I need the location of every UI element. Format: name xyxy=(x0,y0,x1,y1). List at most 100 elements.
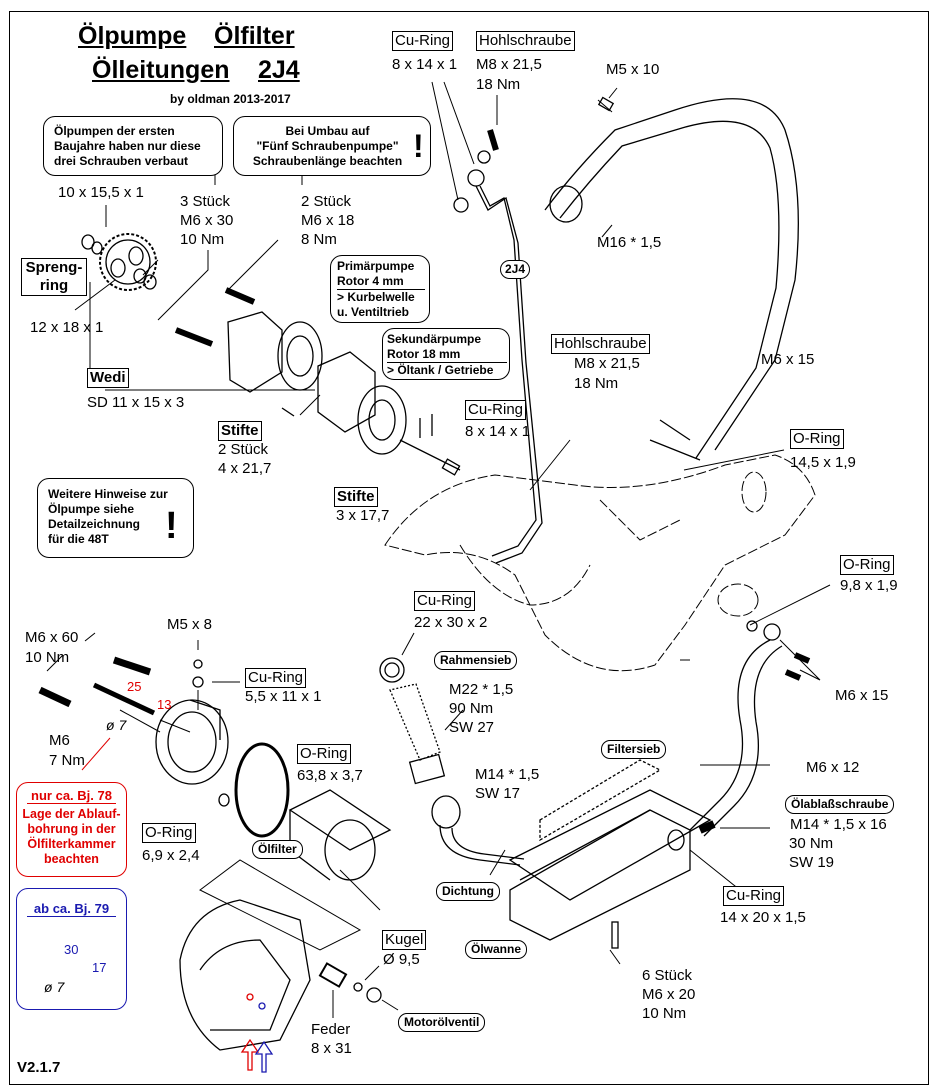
note-early-year: nur ca. Bj. 78 Lage der Ablauf- bohrung … xyxy=(16,782,127,877)
pump-screws xyxy=(174,287,256,347)
note-line: bohrung in der xyxy=(27,822,116,836)
label-oring-right: O-Ring xyxy=(840,555,894,575)
note-conversion: Bei Umbau auf "Fünf Schraubenpumpe" Schr… xyxy=(233,116,431,176)
strainer-thread: M22 * 1,5 xyxy=(449,681,514,698)
note-line: Lage der Ablauf- xyxy=(22,807,121,821)
label-oring-top: O-Ring xyxy=(790,429,844,449)
note-line: Weitere Hinweise zur xyxy=(48,487,168,501)
m14-fitting-wrench: SW 17 xyxy=(475,785,521,802)
pan-screws-torque: 10 Nm xyxy=(642,1005,687,1022)
label-frame-strainer: Rahmensieb xyxy=(434,651,518,670)
label-banjo-top: Hohlschraube xyxy=(476,31,575,51)
title-oelfilter: Ölfilter xyxy=(214,22,295,50)
label-pins-a: Stifte xyxy=(218,421,262,441)
pump-target: > Öltank / Getriebe xyxy=(387,363,494,377)
m6x60-torque: 10 Nm xyxy=(25,649,70,666)
label-gasket: Dichtung xyxy=(436,882,500,901)
dim-17: 17 xyxy=(92,960,107,975)
m6x15-right-label: M6 x 15 xyxy=(835,687,889,704)
engine-case xyxy=(384,454,816,672)
pump-rotor: Rotor 4 mm xyxy=(337,274,425,290)
oil-filter-chamber xyxy=(179,859,362,1051)
label-oring-filter: O-Ring xyxy=(297,744,351,764)
pump-name: Primärpumpe xyxy=(337,259,415,273)
m6x12-label: M6 x 12 xyxy=(806,759,860,776)
frame-strainer xyxy=(379,632,464,785)
washer-size: 12 x 18 x 1 xyxy=(30,319,104,336)
cu-ring-drain-size: 14 x 20 x 1,5 xyxy=(720,909,806,926)
dia-7-late: ø 7 xyxy=(44,979,65,995)
pump-name: Sekundärpumpe xyxy=(387,332,482,346)
oil-pan-assembly xyxy=(431,759,770,965)
screws-3-size: M6 x 30 xyxy=(180,212,234,229)
blue-arrow-icon xyxy=(254,1040,274,1073)
oil-filter-cover xyxy=(38,632,240,785)
label-cu-ring-cover: Cu-Ring xyxy=(245,668,307,688)
label-oil-filter: Ölfilter xyxy=(252,840,303,859)
screws-3-count: 3 Stück xyxy=(180,193,231,210)
note-early-pumps: Ölpumpen der ersten Baujahre haben nur d… xyxy=(43,116,223,176)
m6-size: M6 xyxy=(49,732,70,749)
note-line: Bei Umbau auf xyxy=(285,124,370,138)
info-exclamation-icon: ! xyxy=(165,505,178,547)
banjo-top-torque: 18 Nm xyxy=(476,76,521,93)
spring-label: Feder xyxy=(311,1021,351,1038)
oil-line-2j4 xyxy=(431,81,543,564)
note-line: Ölpumpen der ersten xyxy=(54,124,175,138)
pump-target: u. Ventiltrieb xyxy=(337,305,410,319)
m16-label: M16 * 1,5 xyxy=(597,234,662,251)
note-line: beachten xyxy=(44,852,99,866)
screws-2-count: 2 Stück xyxy=(301,193,352,210)
drain-plug-thread: M14 * 1,5 x 16 xyxy=(790,816,887,833)
credit: by oldman 2013-2017 xyxy=(170,92,291,106)
note-line: Schraubenlänge beachten xyxy=(252,154,403,168)
valve-parts xyxy=(318,962,399,1018)
m6x60-size: M6 x 60 xyxy=(25,629,79,646)
label-pins-b: Stifte xyxy=(334,487,378,507)
late-year-heading: ab ca. Bj. 79 xyxy=(27,901,116,917)
drain-plug-torque: 30 Nm xyxy=(789,835,834,852)
banjo-top-size: M8 x 21,5 xyxy=(476,56,542,73)
title-2j4: 2J4 xyxy=(258,56,300,84)
label-filter-screen: Filtersieb xyxy=(601,740,667,759)
label-oil-valve: Motorölventil xyxy=(398,1013,486,1032)
note-line: Ölfilterkammer xyxy=(27,837,116,851)
version-label: V2.1.7 xyxy=(17,1059,61,1076)
oil-line-tag: 2J4 xyxy=(500,260,531,279)
red-arrow-icon xyxy=(240,1038,260,1071)
label-wedi: Wedi xyxy=(87,368,129,388)
small-oring xyxy=(218,793,230,807)
note-secondary-pump: Sekundärpumpe Rotor 18 mm > Öltank / Get… xyxy=(382,328,510,380)
oring-right-size: 9,8 x 1,9 xyxy=(840,577,898,594)
note-late-year: ab ca. Bj. 79 xyxy=(16,888,127,1010)
note-line: "Fünf Schraubenpumpe" xyxy=(256,139,399,153)
oil-feed-pipe xyxy=(689,623,783,837)
screws-2-torque: 8 Nm xyxy=(301,231,337,248)
note-primary-pump: Primärpumpe Rotor 4 mm > Kurbelwelle u. … xyxy=(330,255,430,323)
label-ball: Kugel xyxy=(382,930,427,950)
oil-return-hose xyxy=(544,87,799,461)
screws-3-torque: 10 Nm xyxy=(180,231,225,248)
dim-13: 13 xyxy=(157,697,172,712)
label-drain-plug: Ölablaßschraube xyxy=(785,795,895,814)
m6-torque: 7 Nm xyxy=(49,752,85,769)
cu-ring-mid-size: 8 x 14 x 1 xyxy=(465,423,531,440)
pins-b-size: 3 x 17,7 xyxy=(336,507,390,524)
early-year-heading: nur ca. Bj. 78 xyxy=(27,788,116,804)
note-more-info: Weitere Hinweise zur Ölpumpe siehe Detai… xyxy=(37,478,194,558)
strainer-torque: 90 Nm xyxy=(449,700,494,717)
label-oil-pan: Ölwanne xyxy=(465,940,528,959)
label-banjo-mid: Hohlschraube xyxy=(551,334,650,354)
cu-ring-frame-size: 22 x 30 x 2 xyxy=(414,614,488,631)
banjo-mid-torque: 18 Nm xyxy=(574,375,619,392)
label-cu-ring-frame: Cu-Ring xyxy=(414,591,476,611)
label-cu-ring-mid: Cu-Ring xyxy=(465,400,527,420)
m5x8-label: M5 x 8 xyxy=(167,616,213,633)
circlip-size: 10 x 15,5 x 1 xyxy=(58,184,144,201)
dia-7: ø 7 xyxy=(106,717,127,733)
title-oelpumpe: Ölpumpe xyxy=(78,22,187,50)
title-oelleitungen: Ölleitungen xyxy=(92,56,230,84)
m14-fitting-thread: M14 * 1,5 xyxy=(475,766,540,783)
note-line: Detailzeichnung xyxy=(48,517,141,531)
cu-ring-cover-size: 5,5 x 11 x 1 xyxy=(245,688,322,705)
